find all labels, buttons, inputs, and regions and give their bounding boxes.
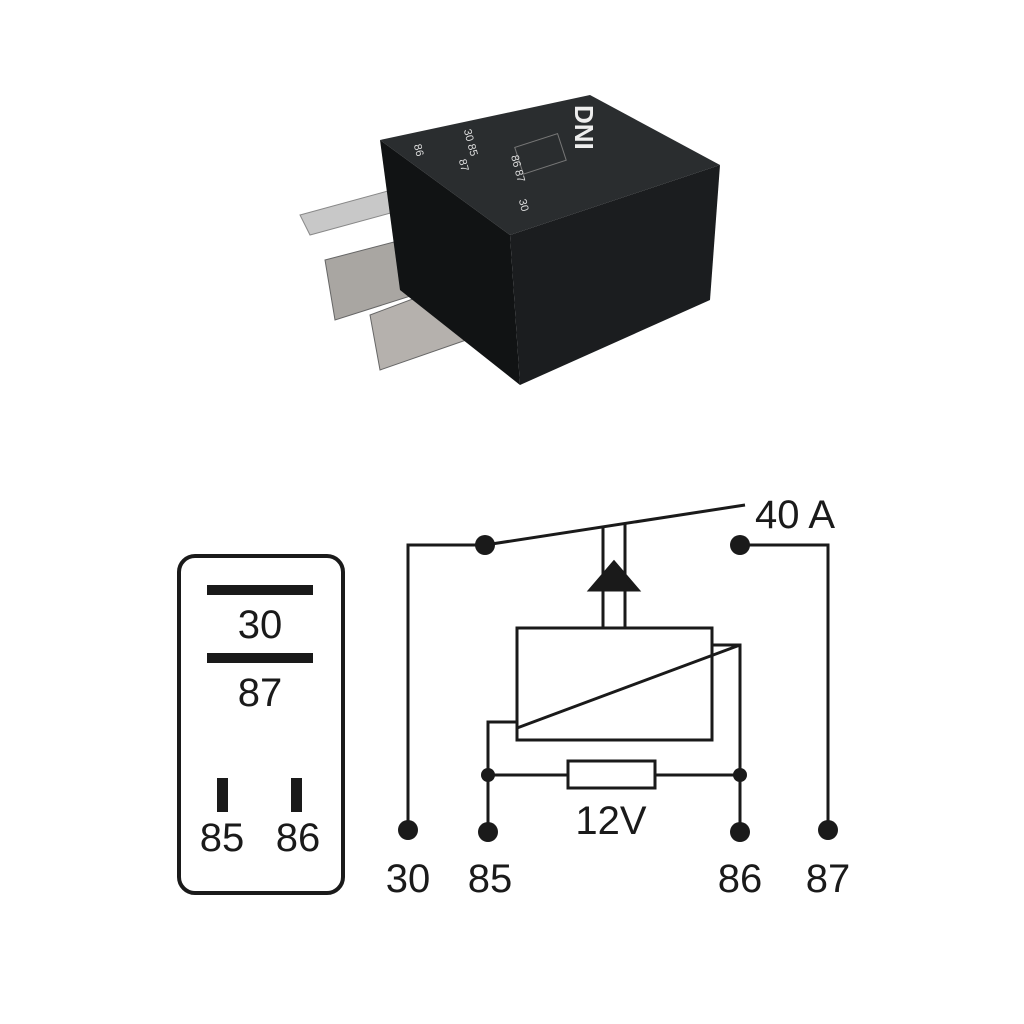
pinout-label-86: 86 bbox=[276, 816, 321, 860]
case-marking: 86 bbox=[411, 143, 426, 158]
pinout-diagram bbox=[177, 554, 345, 895]
current-rating: 40 A bbox=[755, 493, 835, 537]
junction-dot bbox=[481, 768, 495, 782]
terminal-label-30: 30 bbox=[386, 857, 431, 901]
terminal-dot-30 bbox=[398, 820, 418, 840]
pin-30-blade bbox=[207, 585, 313, 595]
contact-dot bbox=[730, 535, 750, 555]
pinout-label-87: 87 bbox=[238, 671, 283, 715]
pinout-outline bbox=[177, 554, 345, 895]
pin-85-blade bbox=[217, 778, 228, 812]
coil bbox=[515, 626, 714, 742]
terminal-dot-86 bbox=[730, 822, 750, 842]
case-marking: 30 bbox=[516, 198, 531, 213]
terminal-dot-85 bbox=[478, 822, 498, 842]
terminal-label-85: 85 bbox=[468, 857, 513, 901]
terminal-dot-87 bbox=[818, 820, 838, 840]
switch-contact bbox=[484, 503, 746, 547]
arrow-up-icon bbox=[586, 559, 642, 592]
relay-front bbox=[510, 165, 720, 385]
relay-side bbox=[380, 140, 520, 385]
relay-photo: DNI 86 30 85 87 86 87 30 bbox=[299, 95, 720, 385]
pinout-label-85: 85 bbox=[200, 816, 245, 860]
coil-voltage: 12V bbox=[575, 799, 646, 843]
wire-86 bbox=[712, 643, 742, 830]
terminal-label-87: 87 bbox=[806, 857, 851, 901]
contact-dot bbox=[475, 535, 495, 555]
pin-86-blade bbox=[291, 778, 302, 812]
schematic bbox=[398, 503, 838, 842]
pin-87-blade bbox=[207, 653, 313, 663]
wire-30 bbox=[406, 543, 485, 828]
terminal-label-86: 86 bbox=[718, 857, 763, 901]
wire-85 bbox=[486, 720, 517, 830]
wire-87 bbox=[740, 543, 830, 828]
relay-logo: DNI bbox=[569, 105, 599, 150]
pinout-label-30: 30 bbox=[238, 603, 283, 647]
junction-dot bbox=[733, 768, 747, 782]
case-marking: 87 bbox=[456, 158, 471, 173]
coil-diagonal bbox=[516, 643, 741, 730]
resistor bbox=[566, 759, 657, 790]
